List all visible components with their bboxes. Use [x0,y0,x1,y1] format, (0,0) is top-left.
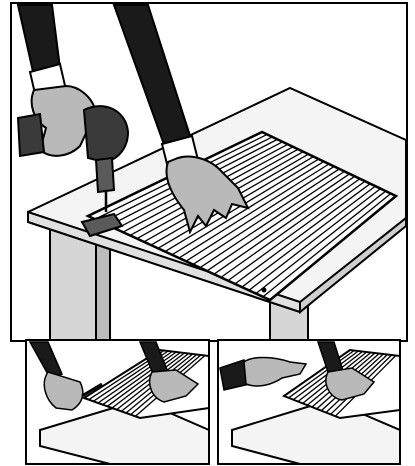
inset-left-panel [26,340,209,464]
panel-screw-dot [262,288,267,293]
inset-right-panel [218,340,400,464]
drill-chuck [96,158,114,192]
drill-body [84,106,128,162]
main-panel [11,3,407,341]
drill-battery [18,114,44,156]
